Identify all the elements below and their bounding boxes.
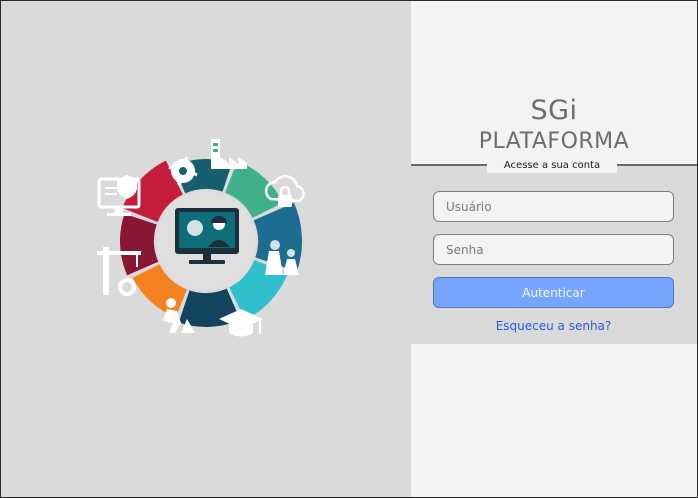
brand-subtitle: PLATAFORMA: [478, 129, 630, 154]
cloud-lock-icon: [264, 175, 305, 207]
construction-worker-icon: [163, 298, 195, 333]
brand-title: SGi: [530, 95, 578, 126]
emblem-segment-factory: [225, 160, 283, 218]
sawblade-icon: [168, 156, 198, 186]
worker-monitor-icon: [175, 208, 239, 264]
crane-gear-icon: [97, 247, 141, 296]
power-plant-icon: [265, 240, 299, 275]
hero-panel: [1, 1, 411, 497]
security-monitor-icon: [97, 175, 141, 216]
forgot-password-link[interactable]: Esqueceu a senha?: [495, 319, 612, 333]
emblem-segment-crane-gear: [120, 213, 159, 276]
login-caption: Acesse a sua conta: [487, 159, 617, 173]
factory-icon: [211, 139, 247, 169]
graduation-cap-icon: [219, 309, 263, 337]
login-panel: SGi PLATAFORMA Acesse a sua conta Autent…: [411, 1, 697, 497]
username-input[interactable]: [433, 191, 674, 222]
authenticate-button[interactable]: Autenticar: [433, 277, 674, 308]
password-input[interactable]: [433, 234, 674, 265]
sgi-emblem: [97, 139, 305, 337]
